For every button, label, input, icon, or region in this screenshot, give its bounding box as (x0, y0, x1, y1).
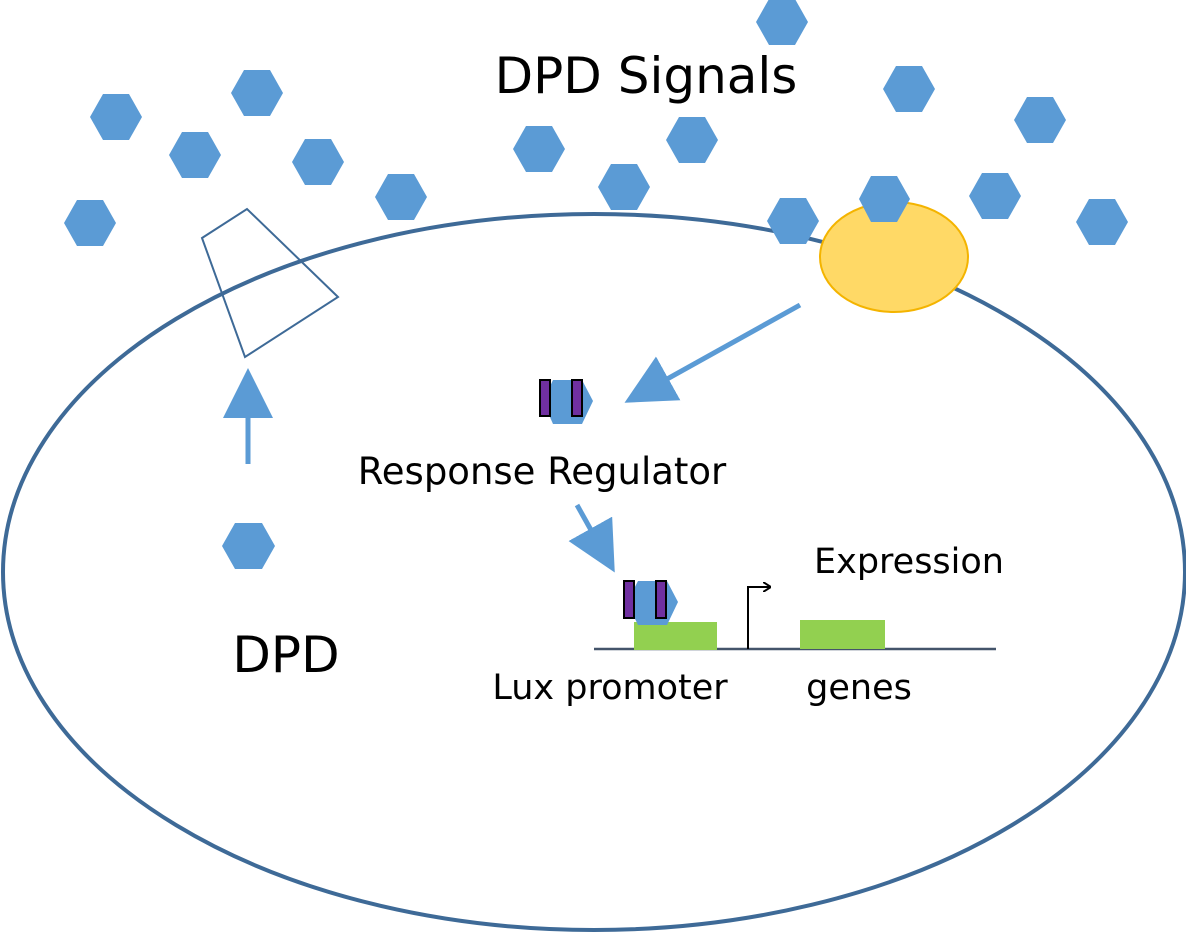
dpd-signal-molecule (375, 174, 427, 220)
label-dpd: DPD (232, 626, 339, 684)
label-lux-promoter: Lux promoter (492, 668, 728, 708)
dpd-signal-molecule (969, 173, 1021, 219)
dpd-signal-molecule (90, 94, 142, 140)
transporter-protein (200, 207, 340, 359)
lux-promoter-region (634, 622, 717, 650)
title-dpd-signals: DPD Signals (495, 47, 798, 105)
cell-membrane (1, 212, 1186, 932)
dpd-signal-molecule (598, 164, 650, 210)
label-genes: genes (806, 668, 912, 708)
label-response-regulator: Response Regulator (358, 450, 727, 493)
dpd-signal-molecule (169, 132, 221, 178)
dpd-signal-molecule (64, 200, 116, 246)
receptor-to-regulator-arrow (624, 302, 802, 403)
dpd-signal-molecule (767, 198, 819, 244)
dpd-signal-molecule (513, 126, 565, 172)
bound-response-regulator (623, 580, 678, 625)
regulator-to-promoter-arrow (568, 503, 615, 573)
transcription-start-arrow (747, 587, 770, 649)
label-expression: Expression (814, 542, 1004, 582)
response-regulator-protein (539, 379, 593, 424)
dpd-signal-molecule (1014, 97, 1066, 143)
bound-signal-molecule (859, 176, 910, 222)
dpd-signal-molecule (231, 70, 283, 116)
dpd-signal-molecule (756, 0, 808, 45)
gene-region (800, 620, 885, 649)
dpd-signal-molecule (666, 117, 718, 163)
dpd-signal-molecule (883, 66, 935, 112)
intracellular-dpd-molecule (222, 523, 275, 569)
dpd-signal-molecule (1076, 199, 1128, 245)
signal-molecules (64, 0, 1128, 246)
dpd-signal-molecule (292, 139, 344, 185)
